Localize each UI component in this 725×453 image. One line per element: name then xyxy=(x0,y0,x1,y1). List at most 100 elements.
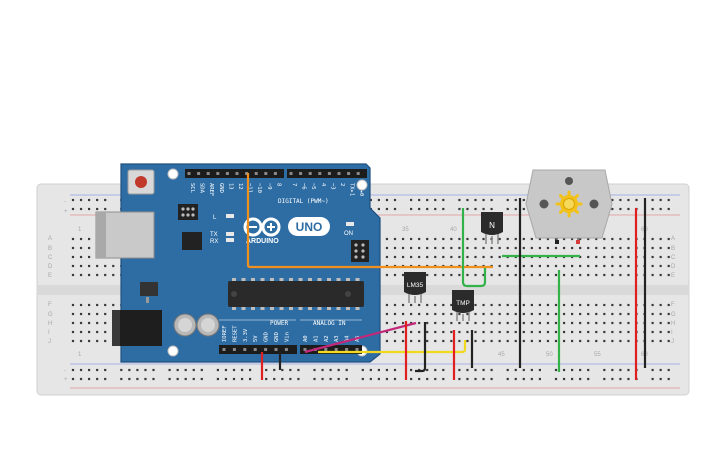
tx-led xyxy=(226,232,234,236)
analog-label: ANALOG IN xyxy=(313,320,346,327)
voltage-regulator xyxy=(140,282,158,296)
row-letter-b: B xyxy=(48,246,52,252)
power-pin-labels: IOREF RESET 3.3V 5V GND GND Vin xyxy=(222,325,290,342)
col-number-35: 35 xyxy=(402,227,409,233)
wire-yellow[interactable] xyxy=(318,340,467,354)
row-letter-i: I xyxy=(48,330,50,336)
rail-minus-label-top: - xyxy=(64,199,66,205)
col-number-40: 40 xyxy=(450,227,457,233)
row-letter-d: D xyxy=(48,264,53,270)
power-pin-label: RESET xyxy=(232,325,238,342)
digital-pin-label: RX◂0 xyxy=(358,183,364,196)
wire-black-lm35[interactable] xyxy=(415,322,427,373)
row-letter-f-right: F xyxy=(671,302,675,308)
on-led xyxy=(346,222,354,226)
digital-pin-label: ~3 xyxy=(329,183,335,190)
digital-header[interactable] xyxy=(185,169,367,178)
lm35-sensor[interactable]: LM35 xyxy=(404,272,426,303)
analog-pin-label: A3 xyxy=(334,335,340,342)
col-number-50: 50 xyxy=(546,352,553,358)
digital-pin-label: GND xyxy=(218,183,224,193)
power-pin-label: IOREF xyxy=(222,325,228,342)
analog-pin-label: A4 xyxy=(345,335,351,342)
digital-pin-label: SCL xyxy=(189,183,195,194)
col-number-1-bottom: 1 xyxy=(78,352,82,358)
row-letter-j-right: J xyxy=(671,339,674,345)
col-number-1: 1 xyxy=(78,227,82,233)
power-pin-label: GND xyxy=(264,332,270,342)
brand-label: ARDUINO xyxy=(246,238,279,245)
usb-chip xyxy=(182,232,202,250)
tmp-sensor[interactable]: TMP xyxy=(452,290,474,321)
motor-fan-icon xyxy=(555,190,583,218)
digital-pin-label: ~10 xyxy=(256,183,262,193)
row-letter-e-right: E xyxy=(671,273,675,279)
row-letter-j: J xyxy=(48,339,51,345)
digital-pin-label: 8 xyxy=(275,183,281,186)
rx-led-label: RX xyxy=(210,239,218,245)
atmega-chip xyxy=(228,278,364,310)
l-led xyxy=(226,214,234,218)
digital-pin-label: 13 xyxy=(227,183,233,190)
digital-pin-label: AREF xyxy=(208,183,214,196)
digital-pin-label: TX▸1 xyxy=(349,183,355,196)
analog-pin-label: A2 xyxy=(324,335,330,342)
wire-orange[interactable] xyxy=(246,173,493,269)
col-number-45: 45 xyxy=(498,352,505,358)
col-number-55: 55 xyxy=(594,352,601,358)
power-pin-label: GND xyxy=(274,332,280,342)
dc-motor[interactable] xyxy=(525,169,613,244)
on-led-label: ON xyxy=(344,231,353,237)
row-letter-h: H xyxy=(48,321,52,327)
power-header[interactable] xyxy=(219,345,297,354)
row-letter-d-right: D xyxy=(671,264,676,270)
digital-pin-label: ~5 xyxy=(310,183,316,190)
wires[interactable] xyxy=(246,173,647,380)
row-letter-g: G xyxy=(48,312,53,318)
row-letter-a: A xyxy=(48,236,52,242)
capacitors xyxy=(173,313,220,337)
row-letter-i-right: I xyxy=(671,330,673,336)
npn-transistor[interactable]: N xyxy=(481,212,503,244)
power-pin-label: 5V xyxy=(253,335,259,342)
digital-pin-label: 4 xyxy=(320,183,326,187)
row-letter-c-right: C xyxy=(671,255,676,261)
l-led-label: L xyxy=(213,215,217,221)
digital-label: DIGITAL (PWM~) xyxy=(278,198,329,205)
digital-pin-label: SDA xyxy=(199,183,205,194)
row-letter-h-right: H xyxy=(671,321,675,327)
row-letter-a-right: A xyxy=(671,236,675,242)
power-pin-label: 3.3V xyxy=(243,328,249,342)
power-pin-label: Vin xyxy=(284,332,290,342)
tx-led-label: TX xyxy=(210,232,218,238)
rx-led xyxy=(226,238,234,242)
power-label: POWER xyxy=(270,320,288,327)
reset-button[interactable] xyxy=(127,169,155,195)
row-letter-e: E xyxy=(48,273,52,279)
rail-plus-label-top: + xyxy=(64,209,68,215)
row-letter-g-right: G xyxy=(671,312,676,318)
transistor-label: N xyxy=(489,221,495,230)
row-letter-b-right: B xyxy=(671,246,675,252)
digital-pin-label: ~9 xyxy=(266,183,272,190)
tmp-label: TMP xyxy=(456,300,470,307)
digital-pin-label: 12 xyxy=(237,183,243,190)
analog-pin-label: A1 xyxy=(313,335,319,342)
wire-magenta[interactable] xyxy=(304,321,417,354)
arduino-uno-board[interactable]: L TX RX ON ARDUINO UNO SC xyxy=(95,163,381,363)
model-label: UNO xyxy=(296,220,323,234)
lm35-label: LM35 xyxy=(407,282,424,289)
rail-minus-label-bottom: - xyxy=(64,368,66,374)
digital-pin-label: ~11 xyxy=(247,183,253,193)
digital-pin-label: ~6 xyxy=(301,183,307,190)
icsp-header xyxy=(178,204,369,262)
dc-power-jack xyxy=(112,310,162,346)
digital-pin-label: 7 xyxy=(291,183,297,186)
usb-connector xyxy=(95,211,155,259)
rail-plus-label-bottom: + xyxy=(64,377,68,383)
wire-green-1[interactable] xyxy=(461,208,487,288)
row-letter-c: C xyxy=(48,255,53,261)
analog-pin-label: A0 xyxy=(303,335,309,342)
